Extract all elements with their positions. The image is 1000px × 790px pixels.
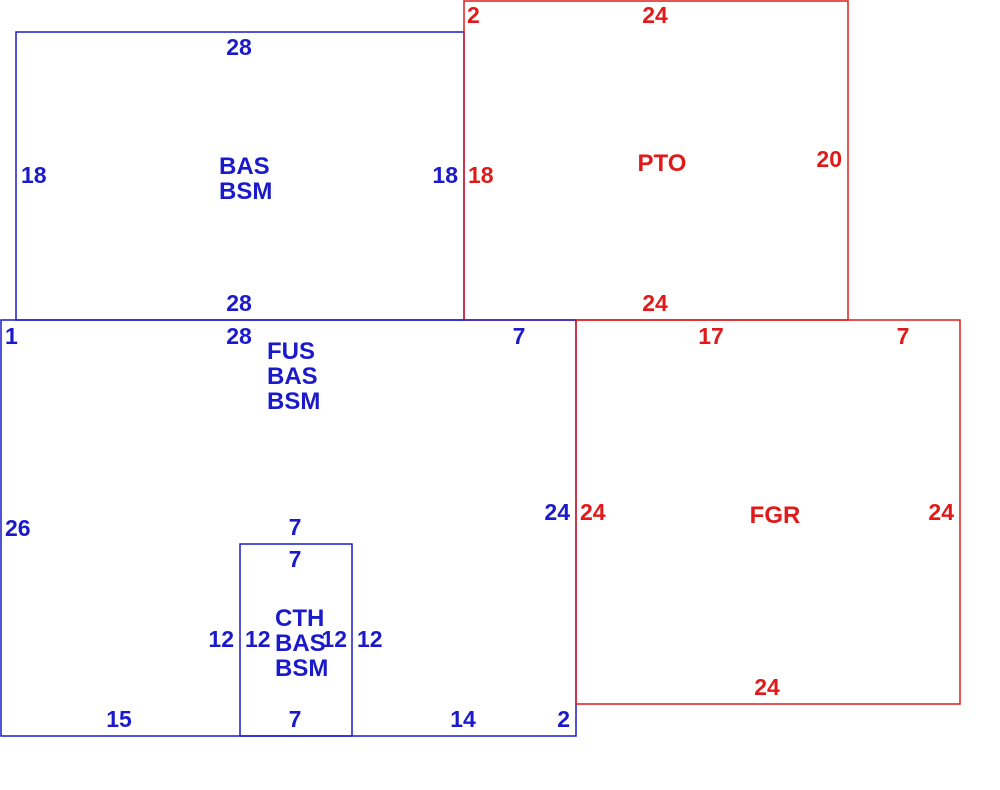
garage-dim-right: 24 — [928, 499, 954, 525]
garage-dim-top: 17 — [698, 323, 724, 349]
main-code-bsm: BSM — [267, 388, 320, 415]
cth-code-bsm: BSM — [275, 655, 328, 682]
porch-dim-top: 24 — [642, 2, 668, 28]
cth-code-cth: CTH — [275, 605, 324, 632]
cth-area-outline — [239, 543, 353, 737]
main-dim-top: 28 — [226, 323, 252, 349]
cth-dim-top: 7 — [289, 546, 302, 572]
cth-dim-left-outer: 12 — [208, 626, 234, 652]
upper-left-dim-right: 18 — [432, 162, 458, 188]
garage-dim-top-right: 7 — [897, 323, 910, 349]
upper-left-code-bas: BAS — [219, 153, 270, 180]
garage-area-outline — [575, 319, 961, 705]
cth-dim-left-inner: 12 — [245, 626, 271, 652]
main-dim-left: 26 — [5, 515, 31, 541]
cth-dim-right-inner: 12 — [321, 626, 347, 652]
main-dim-corner: 1 — [5, 323, 18, 349]
porch-dim-left: 18 — [468, 162, 494, 188]
upper-left-dim-top: 28 — [226, 34, 252, 60]
garage-code-fgr: FGR — [750, 502, 801, 529]
main-dim-right: 24 — [544, 499, 570, 525]
main-dim-bottom-left: 15 — [106, 706, 132, 732]
main-dim-corner-bottom: 2 — [557, 706, 570, 732]
upper-left-code-bsm: BSM — [219, 178, 272, 205]
cth-dim-right-outer: 12 — [357, 626, 383, 652]
garage-dim-bottom: 24 — [754, 674, 780, 700]
garage-dim-left: 24 — [580, 499, 606, 525]
porch-dim-corner: 2 — [467, 2, 480, 28]
main-dim-top-right: 7 — [513, 323, 526, 349]
main-code-bas: BAS — [267, 363, 318, 390]
porch-code-pto: PTO — [638, 150, 687, 177]
cth-code-bas: BAS — [275, 630, 326, 657]
porch-dim-bottom: 24 — [642, 290, 668, 316]
main-dim-notch: 7 — [289, 514, 302, 540]
porch-dim-right: 20 — [816, 146, 842, 172]
upper-left-dim-bottom: 28 — [226, 290, 252, 316]
cth-dim-bottom: 7 — [289, 706, 302, 732]
upper-left-dim-left: 18 — [21, 162, 47, 188]
main-code-fus: FUS — [267, 338, 315, 365]
main-dim-bottom-right: 14 — [450, 706, 476, 732]
